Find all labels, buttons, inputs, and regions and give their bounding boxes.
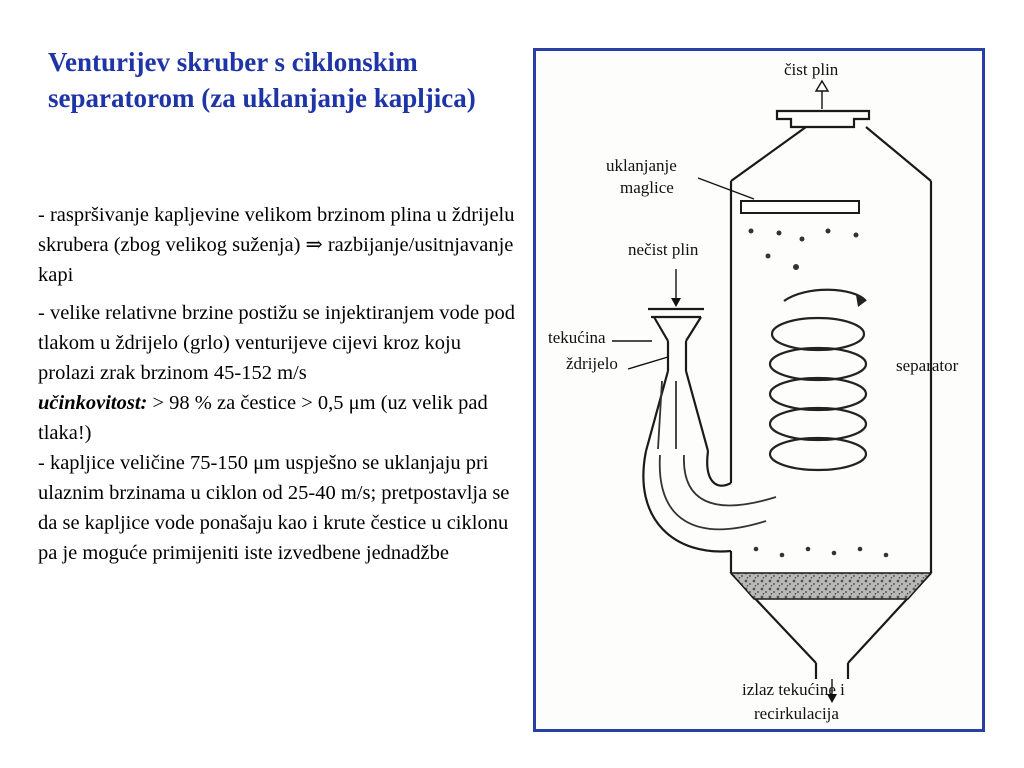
spiral-ring	[768, 406, 868, 442]
paragraph-relative-velocity: - velike relativne brzine postižu se inj…	[38, 302, 516, 384]
paragraph-droplet-size: - kapljice veličine 75-150 μm uspješno s…	[38, 452, 510, 564]
efficiency-label: učinkovitost:	[38, 392, 148, 414]
elbow-duct	[642, 450, 732, 553]
flow-arrow	[657, 380, 663, 450]
label-mist-removal-1: uklanjanje	[606, 156, 677, 175]
label-dirty-gas: nečist plin	[628, 240, 699, 259]
slide-body: - raspršivanje kapljevine velikom brzino…	[38, 200, 516, 568]
label-mist-removal-2: maglice	[620, 178, 674, 197]
clean-gas-arrowhead	[814, 79, 830, 92]
spiral-top-arrow	[783, 288, 867, 302]
venturi-tube	[644, 307, 710, 452]
separator-shell	[729, 181, 933, 573]
flow-arrow	[683, 454, 777, 507]
sludge-deposit	[729, 572, 933, 600]
throat-pointer	[627, 356, 669, 370]
bottom-cone	[729, 551, 932, 679]
label-outlet-2: recirkulacija	[754, 704, 839, 723]
label-liquid: tekućina	[548, 328, 606, 347]
spiral-ring	[770, 316, 866, 352]
mist-pointer	[697, 177, 755, 200]
label-outlet-1: izlaz tekućine i	[742, 680, 845, 699]
slide-title: Venturijev skruber s ciklonskim separato…	[48, 47, 476, 113]
outlet-arrowhead	[827, 694, 837, 703]
spiral-ring	[768, 436, 868, 472]
dirty-gas-arrowhead	[671, 298, 681, 307]
mist-eliminator	[740, 200, 860, 214]
outlet-nozzle	[775, 109, 871, 129]
label-throat: ždrijelo	[566, 354, 618, 373]
flow-arrow	[658, 454, 767, 530]
diagram-frame: čist plin uklanjanje maglice nečist plin…	[533, 48, 985, 732]
spiral-ring	[768, 346, 868, 382]
efficiency-text: > 98 % za čestice > 0,5 μm (uz velik pad…	[38, 392, 488, 444]
spiral-ring	[768, 376, 868, 412]
paragraph-atomization: - raspršivanje kapljevine velikom brzino…	[38, 204, 515, 286]
paragraph-efficiency: učinkovitost: > 98 % za čestice > 0,5 μm…	[38, 388, 516, 448]
top-dome	[730, 126, 932, 182]
droplets	[748, 228, 889, 558]
label-clean-gas: čist plin	[784, 60, 839, 79]
venturi-scrubber-diagram: čist plin uklanjanje maglice nečist plin…	[548, 60, 959, 723]
label-separator: separator	[896, 356, 959, 375]
arrowhead	[856, 295, 866, 307]
